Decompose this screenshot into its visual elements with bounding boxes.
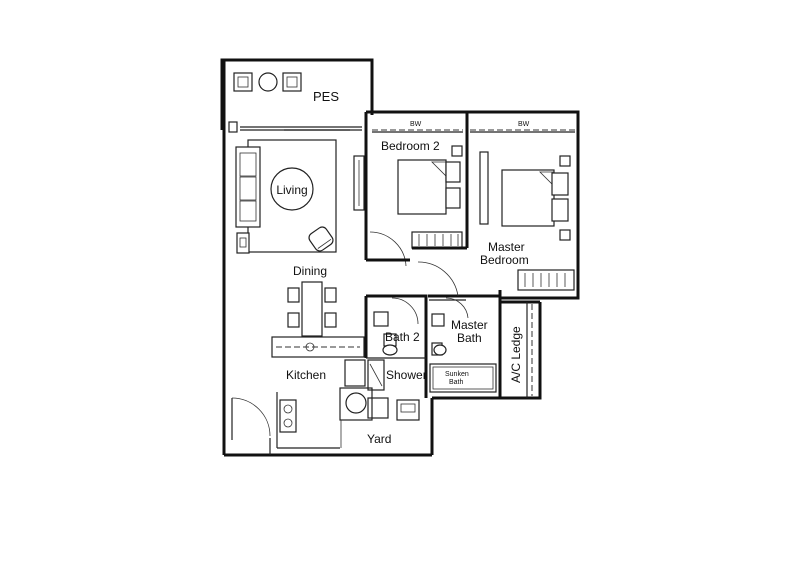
bedroom2-wardrobe-label: BW [410,121,422,128]
master-wardrobe-label: BW [518,121,530,128]
master-bedroom-label-1: Master [488,240,525,254]
washing-machine [345,392,367,414]
kitchen-label: Kitchen [286,368,326,382]
master-bed [501,169,555,227]
living-label: Living [276,183,307,197]
ac-ledge-area: A/C Ledge [509,302,533,398]
yard-label: Yard [367,432,391,446]
master-bedroom-area: BW Master Bedroom [417,121,575,297]
kitchen-area: Kitchen [231,336,373,455]
bedroom2-area: BW Bedroom 2 [366,121,467,267]
dining-area: Dining [287,264,337,337]
shower-stall [367,359,385,391]
sunken-bath-label-2: Bath [449,379,464,386]
master-bath-label-1: Master [451,318,488,332]
dining-label: Dining [293,264,327,278]
ac-ledge-label: A/C Ledge [509,326,523,383]
master-bath-area: Master Bath Sunken Bath [428,294,540,398]
pes-planter-1 [233,72,253,92]
pes-label: PES [313,89,339,104]
dining-table [301,281,323,337]
yard-area: Yard [367,397,420,446]
shower-label: Shower [386,368,427,382]
bedroom2-bed [397,159,447,215]
pes-area: PES [228,72,362,133]
living-table [270,167,314,211]
armchair [308,226,334,252]
master-bedroom-label-2: Bedroom [480,253,529,267]
master-bath-label-2: Bath [457,331,482,345]
pes-planter-2 [258,72,278,92]
living-area: Living [235,129,365,254]
pes-planter-3 [282,72,302,92]
sunken-bath [429,363,497,393]
bath2-area: Shower Bath 2 [364,294,428,398]
sunken-bath-label-1: Sunken [445,371,469,378]
bath2-label: Bath 2 [385,330,420,344]
bedroom2-label: Bedroom 2 [381,139,440,153]
